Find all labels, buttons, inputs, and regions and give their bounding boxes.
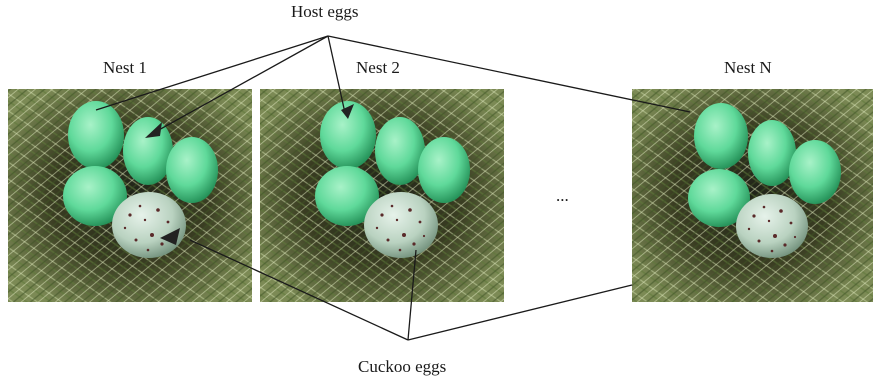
ellipsis-text: ... xyxy=(556,186,569,206)
host-egg xyxy=(694,103,748,169)
nest-1-label: Nest 1 xyxy=(103,58,147,78)
host-egg xyxy=(375,117,425,185)
cuckoo-egg xyxy=(112,192,186,258)
cuckoo-eggs-label: Cuckoo eggs xyxy=(358,357,446,377)
host-egg xyxy=(68,101,124,169)
nest-2-image xyxy=(260,89,504,302)
host-egg xyxy=(123,117,173,185)
nest-n-image xyxy=(632,89,873,302)
cuckoo-egg xyxy=(736,194,808,258)
nest-2-label: Nest 2 xyxy=(356,58,400,78)
host-egg xyxy=(166,137,218,203)
cuckoo-egg xyxy=(364,192,438,258)
nest-1-image xyxy=(8,89,252,302)
nest-n-label: Nest N xyxy=(724,58,772,78)
host-egg xyxy=(748,120,796,186)
host-egg xyxy=(789,140,841,204)
host-eggs-label: Host eggs xyxy=(291,2,359,22)
host-egg xyxy=(418,137,470,203)
